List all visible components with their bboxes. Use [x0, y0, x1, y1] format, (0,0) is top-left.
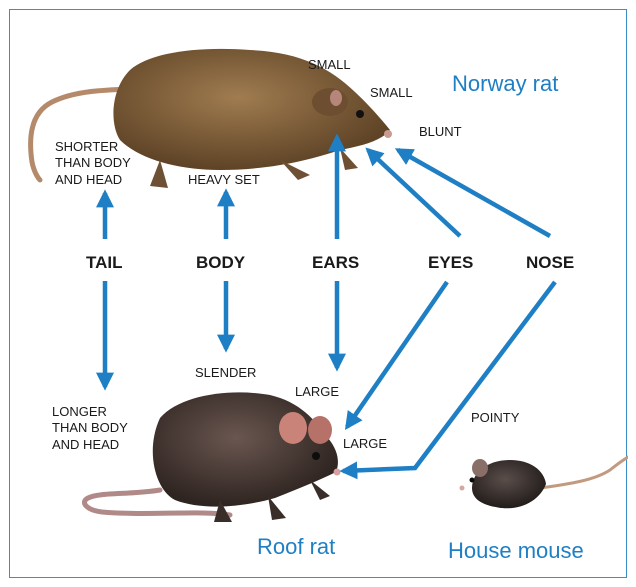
- trait-nose: NOSE: [526, 252, 574, 273]
- roof-tail-label: LONGER THAN BODY AND HEAD: [52, 404, 128, 453]
- arrow-nose-up: [398, 150, 550, 236]
- trait-body: BODY: [196, 252, 245, 273]
- norway-nose-label: BLUNT: [419, 124, 462, 140]
- roof-body-label: SLENDER: [195, 365, 256, 381]
- house-mouse-image: [460, 456, 629, 508]
- roof-ears-label: LARGE: [295, 384, 339, 400]
- norway-rat-title: Norway rat: [452, 70, 558, 98]
- arrow-eyes-down: [347, 282, 447, 427]
- trait-ears: EARS: [312, 252, 359, 273]
- roof-nose-label: POINTY: [471, 410, 519, 426]
- roof-eyes-label: LARGE: [343, 436, 387, 452]
- house-mouse-title: House mouse: [448, 537, 584, 565]
- trait-tail: TAIL: [86, 252, 123, 273]
- trait-eyes: EYES: [428, 252, 473, 273]
- arrow-eyes-up: [368, 150, 460, 236]
- diagram-frame: Norway rat Roof rat House mouse TAIL BOD…: [9, 9, 627, 578]
- roof-rat-title: Roof rat: [257, 533, 335, 561]
- norway-ears-label: SMALL: [308, 57, 351, 73]
- norway-body-label: HEAVY SET: [188, 172, 260, 188]
- norway-tail-label: SHORTER THAN BODY AND HEAD: [55, 139, 131, 188]
- norway-eyes-label: SMALL: [370, 85, 413, 101]
